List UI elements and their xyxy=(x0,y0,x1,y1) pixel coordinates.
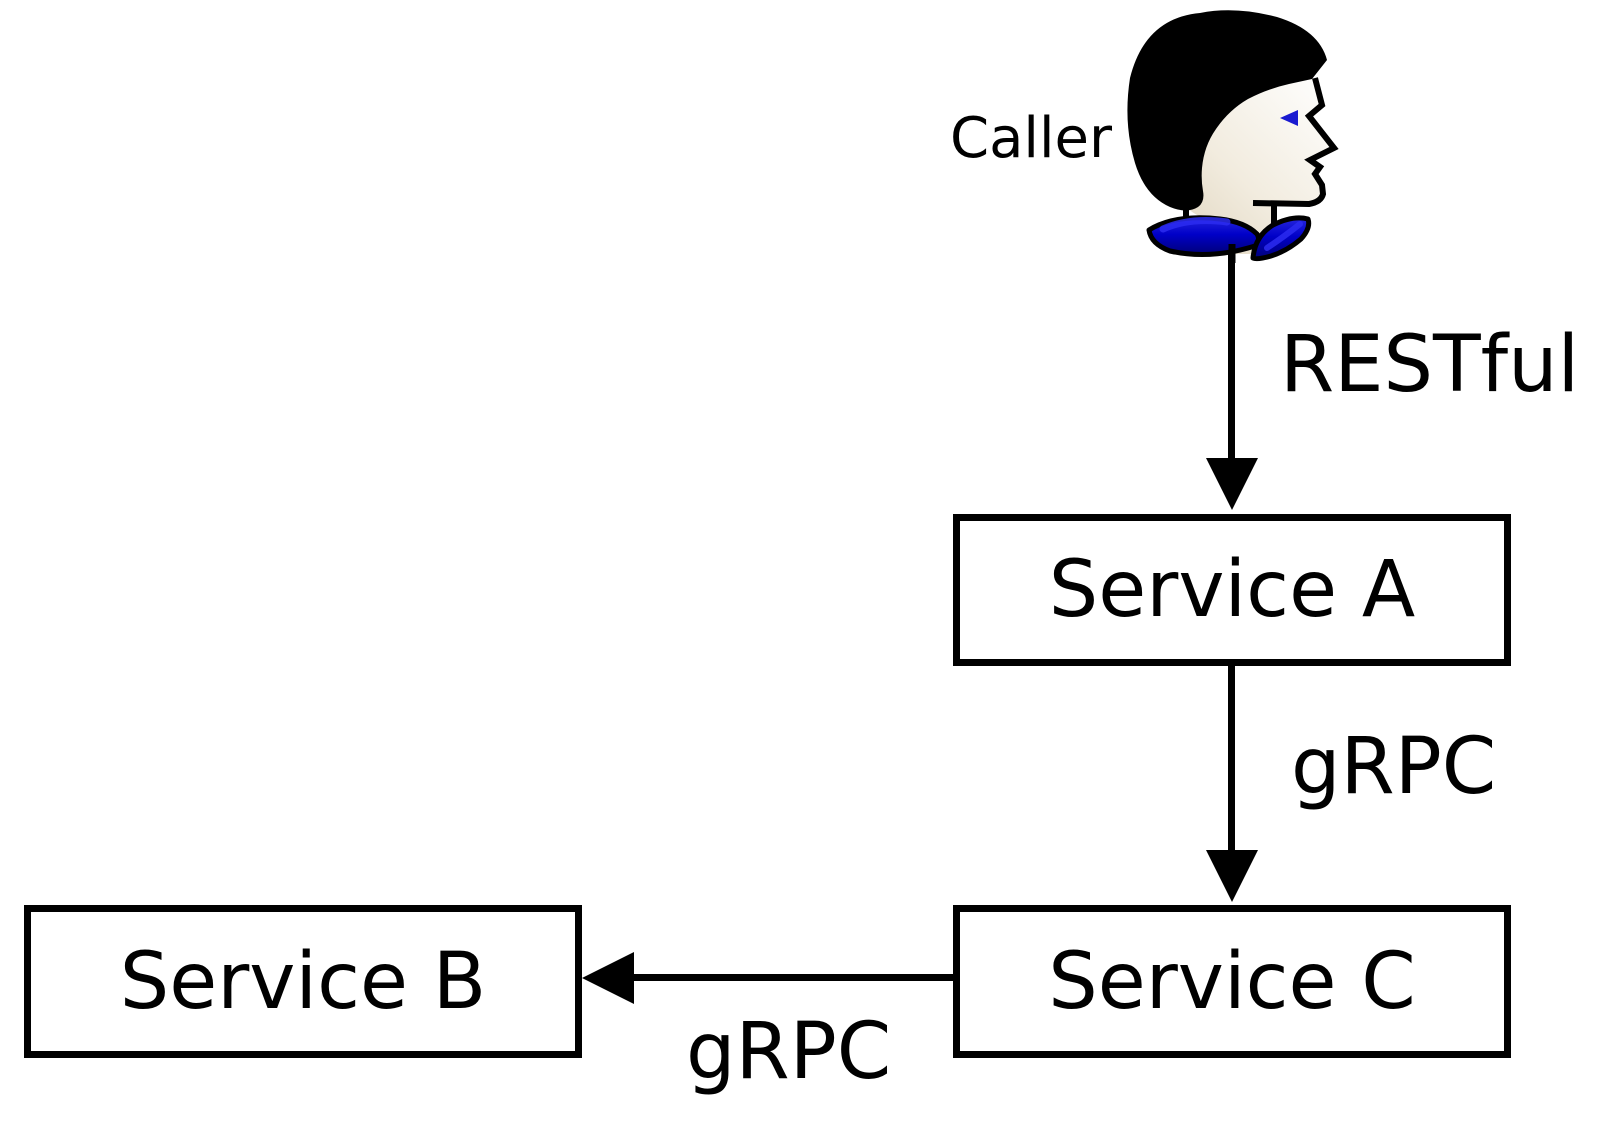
node-service-a: Service A xyxy=(953,514,1511,666)
hair-shape xyxy=(1127,10,1327,211)
edge-servicec-serviceb-arrowhead-icon xyxy=(582,952,634,1004)
node-service-b-label: Service B xyxy=(119,936,487,1027)
face-profile-line xyxy=(1252,77,1339,208)
node-service-c: Service C xyxy=(953,905,1511,1058)
edge-caller-servicea-label: RESTful xyxy=(1280,320,1580,410)
edge-servicea-servicec-label: gRPC xyxy=(1291,722,1497,812)
edge-caller-servicea-arrowhead-icon xyxy=(1206,458,1258,510)
edge-servicec-serviceb-line xyxy=(632,974,953,981)
node-service-c-label: Service C xyxy=(1048,936,1416,1027)
person-head-icon xyxy=(1127,10,1339,263)
node-service-a-label: Service A xyxy=(1048,545,1416,635)
edge-servicec-serviceb-label: gRPC xyxy=(686,1007,892,1097)
eye-icon xyxy=(1280,110,1298,126)
collar-highlight-right xyxy=(1264,221,1303,251)
edge-caller-servicea-line xyxy=(1228,252,1235,460)
edge-servicea-servicec-line xyxy=(1228,664,1235,852)
actor-caller-label: Caller xyxy=(949,106,1112,171)
edge-servicea-servicec-arrowhead-icon xyxy=(1206,850,1258,902)
collar-highlight-left xyxy=(1159,217,1231,233)
node-service-b: Service B xyxy=(24,905,582,1058)
